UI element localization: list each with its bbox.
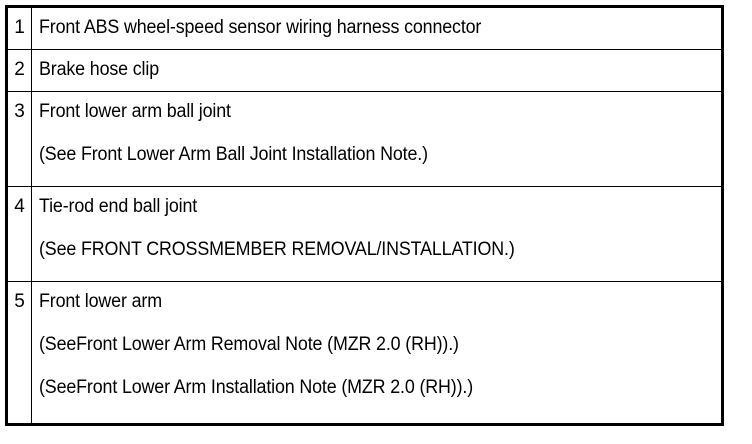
- row-number-cell: 5: [6, 281, 32, 425]
- row-description-cell: Front lower arm ball joint (See Front Lo…: [31, 91, 723, 187]
- description-note-line: (See Front Lower Arm Ball Joint Installa…: [39, 144, 428, 165]
- row-description-cell: Front ABS wheel-speed sensor wiring harn…: [31, 6, 723, 50]
- table-row: 1 Front ABS wheel-speed sensor wiring ha…: [6, 6, 723, 50]
- table-row: 2 Brake hose clip: [6, 49, 723, 92]
- row-number-cell: 3: [6, 91, 32, 187]
- table-row: 5 Front lower arm (SeeFront Lower Arm Re…: [6, 281, 723, 425]
- description-line: Front lower arm: [39, 291, 162, 312]
- description-note-line: (SeeFront Lower Arm Removal Note (MZR 2.…: [39, 334, 459, 355]
- parts-legend-table: 1 Front ABS wheel-speed sensor wiring ha…: [5, 5, 724, 426]
- row-number-cell: 4: [6, 186, 32, 282]
- description-line: Tie-rod end ball joint: [39, 196, 198, 217]
- row-description-cell: Front lower arm (SeeFront Lower Arm Remo…: [31, 281, 723, 425]
- description-note-line: (SeeFront Lower Arm Installation Note (M…: [39, 377, 474, 398]
- row-description-cell: Brake hose clip: [31, 49, 723, 92]
- description-line: Front ABS wheel-speed sensor wiring harn…: [39, 17, 482, 38]
- row-description-cell: Tie-rod end ball joint (See FRONT CROSSM…: [31, 186, 723, 282]
- row-number-cell: 2: [6, 49, 32, 92]
- description-line: Brake hose clip: [39, 59, 159, 80]
- description-note-line: (See FRONT CROSSMEMBER REMOVAL/INSTALLAT…: [39, 239, 515, 260]
- table-body: 1 Front ABS wheel-speed sensor wiring ha…: [6, 6, 723, 425]
- row-number-cell: 1: [6, 6, 32, 50]
- table-row: 3 Front lower arm ball joint (See Front …: [6, 91, 723, 187]
- description-line: Front lower arm ball joint: [39, 101, 231, 122]
- table-row: 4 Tie-rod end ball joint (See FRONT CROS…: [6, 186, 723, 282]
